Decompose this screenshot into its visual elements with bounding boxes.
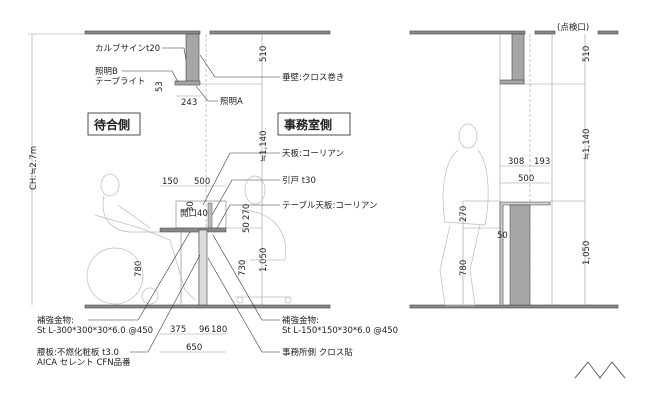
label-calp-sign: カルブサインt20 (95, 43, 160, 54)
office-chair-figure (235, 175, 292, 304)
dim-50-right: 50 (497, 231, 508, 241)
dim-1050-right: 1,050 (582, 241, 592, 265)
dim-1140-right: ≒1,140 (582, 129, 592, 160)
label-light-a: 照明A (220, 97, 243, 107)
dim-50: 50 (242, 222, 252, 233)
light-fixture (174, 80, 201, 86)
label-reinforcement-left-spec: St L-300*300*30*6.0 @450 (37, 326, 153, 336)
dim-150: 150 (162, 177, 178, 187)
ceiling-left (84, 30, 201, 35)
ceiling-height-label: CH:≒2.7m (29, 146, 39, 190)
dim-180: 180 (211, 325, 227, 335)
label-wainscot: 腰板:不燃化粧板 t3.0 (37, 347, 119, 358)
label-reinforcement-right: 補強金物: (282, 315, 319, 326)
hanging-wall-right (511, 33, 525, 83)
dim-270: 270 (242, 204, 252, 220)
label-top-board: 天板:コーリアン (282, 148, 344, 159)
dim-1140: ≒1,140 (259, 131, 269, 162)
counter-top-right (499, 201, 551, 305)
counter-wall (198, 229, 208, 306)
label-reinforcement-left: 補強金物: (37, 315, 74, 326)
dim-510-right: 510 (582, 46, 592, 62)
label-wainscot-product: AICA セレント CFN品番 (37, 357, 131, 368)
table-top (159, 227, 227, 233)
room-label-office: 事務室側 (284, 117, 332, 132)
dim-500-right: 500 (518, 174, 534, 184)
label-tape-light: テープライト (95, 77, 146, 87)
label-opening: 開口40 (180, 209, 208, 219)
logo-icon (574, 361, 626, 379)
dim-243: 243 (181, 98, 197, 108)
label-hanging-wall: 垂壁:クロス巻き (282, 72, 344, 83)
room-label-waiting: 待合側 (94, 117, 130, 132)
dim-375: 375 (170, 325, 186, 335)
sliding-door (207, 202, 213, 229)
right-section: (点検口) 510 ≒1,140 1,050 308 193 500 270 5… (409, 22, 619, 309)
ceiling-right (209, 30, 331, 35)
dim-308: 308 (508, 157, 524, 167)
wheelchair-user-figure (86, 173, 196, 305)
dim-780-right: 780 (459, 260, 469, 276)
dim-193: 193 (534, 157, 550, 167)
dim-500: 500 (194, 177, 210, 187)
label-office-cloth: 事務所側 クロス貼 (282, 347, 353, 358)
dim-30: 30 (186, 201, 196, 212)
label-table-top: テーブル天板:コーリアン (282, 200, 378, 211)
counter-wall-right (509, 204, 531, 306)
label-sliding-door: 引戸 t30 (282, 176, 316, 186)
floor (84, 304, 331, 309)
dim-96: 96 (199, 325, 210, 335)
hanging-wall (185, 33, 200, 85)
standing-person-figure (439, 123, 489, 306)
dim-650: 650 (186, 343, 202, 353)
dim-730: 730 (238, 260, 248, 276)
dim-510: 510 (259, 46, 269, 62)
left-section: CH:≒2.7m 510 ≒1,140 1,050 53 243 カルブサインt… (28, 30, 398, 368)
dim-270-right: 270 (459, 206, 469, 222)
floor-right (409, 304, 619, 309)
label-reinforcement-right-spec: St L-150*150*30*6.0 @450 (282, 326, 398, 336)
dim-780: 780 (134, 261, 144, 277)
label-light-b: 照明B (95, 67, 118, 77)
dim-53: 53 (155, 81, 165, 92)
inspection-port-label: (点検口) (557, 22, 589, 33)
